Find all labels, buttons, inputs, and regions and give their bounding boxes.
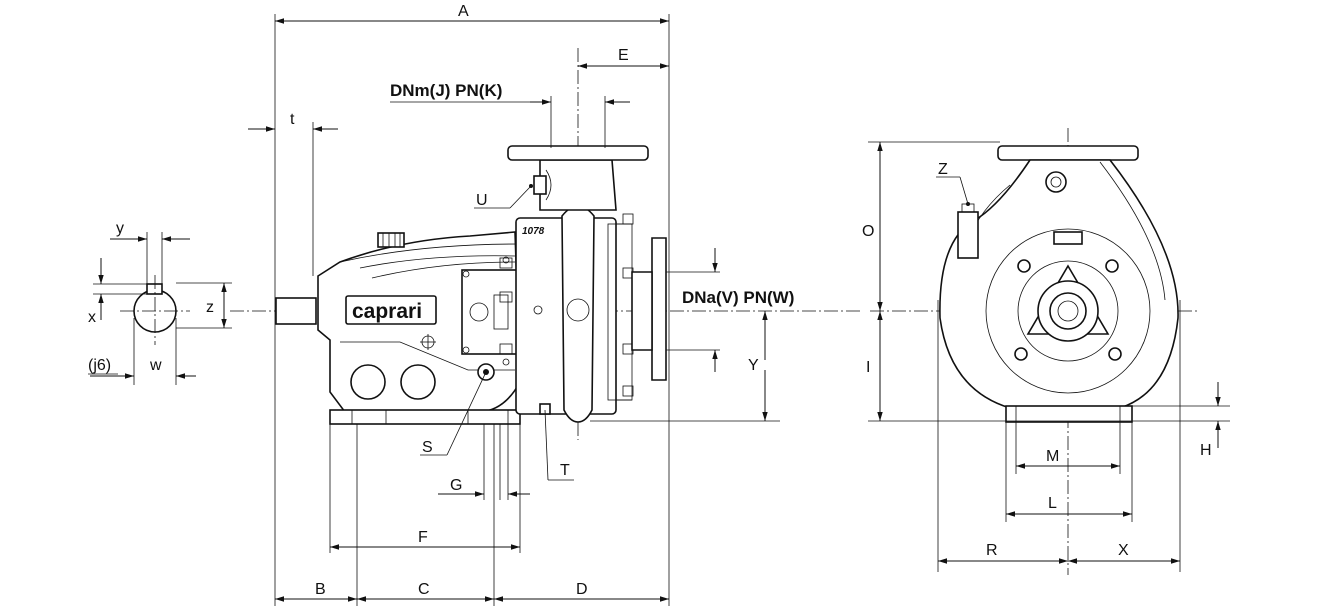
dim-label-A: A xyxy=(458,3,469,20)
dim-label-y: y xyxy=(116,220,124,237)
suction-flange xyxy=(651,237,667,381)
discharge-dn-label: DNm(J) PN(K) xyxy=(390,81,502,100)
dim-label-O: O xyxy=(862,223,874,240)
dim-label-D: D xyxy=(576,581,588,598)
front-oil-cap xyxy=(1053,231,1083,245)
dim-label-x: x xyxy=(88,309,96,326)
dim-label-H: H xyxy=(1200,442,1212,459)
shaft-key-detail: y x z w (j6) xyxy=(88,220,232,385)
pump-front-view xyxy=(868,128,1230,575)
casing-bolts xyxy=(499,213,634,397)
dim-label-B: B xyxy=(315,581,326,598)
side-view-dimensions: A E DNm(J) PN(K) t U DNa(V) PN(W) Y xyxy=(248,3,794,606)
dim-label-F: F xyxy=(418,529,428,546)
dim-label-E: E xyxy=(618,47,629,64)
dim-label-M: M xyxy=(1046,448,1059,465)
dim-label-Y: Y xyxy=(748,357,759,374)
shaft-end xyxy=(275,297,317,325)
front-discharge-flange xyxy=(997,145,1139,161)
callout-U: U xyxy=(476,192,488,209)
dim-label-I: I xyxy=(866,359,870,376)
front-foot xyxy=(1005,405,1133,423)
dim-label-C: C xyxy=(418,581,430,598)
vent-plug xyxy=(533,175,547,195)
pump-side-view: caprari 1078 xyxy=(230,48,860,440)
brand-plate xyxy=(345,295,437,325)
impeller-profile xyxy=(561,205,595,423)
callout-Z: Z xyxy=(938,161,948,178)
dim-label-w: w xyxy=(149,357,162,374)
callout-T: T xyxy=(560,462,570,479)
front-view-dimensions: O I Z H M L R X xyxy=(862,141,1230,572)
front-bearing-cover xyxy=(985,228,1151,394)
discharge-flange xyxy=(507,145,649,161)
suction-dn-label: DNa(V) PN(W) xyxy=(682,288,794,307)
dim-label-j6: (j6) xyxy=(88,357,111,374)
dim-label-X: X xyxy=(1118,542,1129,559)
model-number: 1078 xyxy=(522,226,545,237)
brand-logo-text: caprari xyxy=(352,300,422,323)
frame-window-1 xyxy=(350,364,386,400)
dim-label-R: R xyxy=(986,542,998,559)
dim-label-t: t xyxy=(290,111,295,128)
dim-label-L: L xyxy=(1048,495,1057,512)
oil-cap xyxy=(377,232,405,248)
dim-label-G: G xyxy=(450,477,462,494)
frame-window-2 xyxy=(400,364,436,400)
bearing-foot xyxy=(329,409,521,425)
callout-S: S xyxy=(422,439,433,456)
keyway xyxy=(146,283,163,295)
front-vent-plug xyxy=(957,211,979,259)
dim-label-z: z xyxy=(206,299,214,316)
